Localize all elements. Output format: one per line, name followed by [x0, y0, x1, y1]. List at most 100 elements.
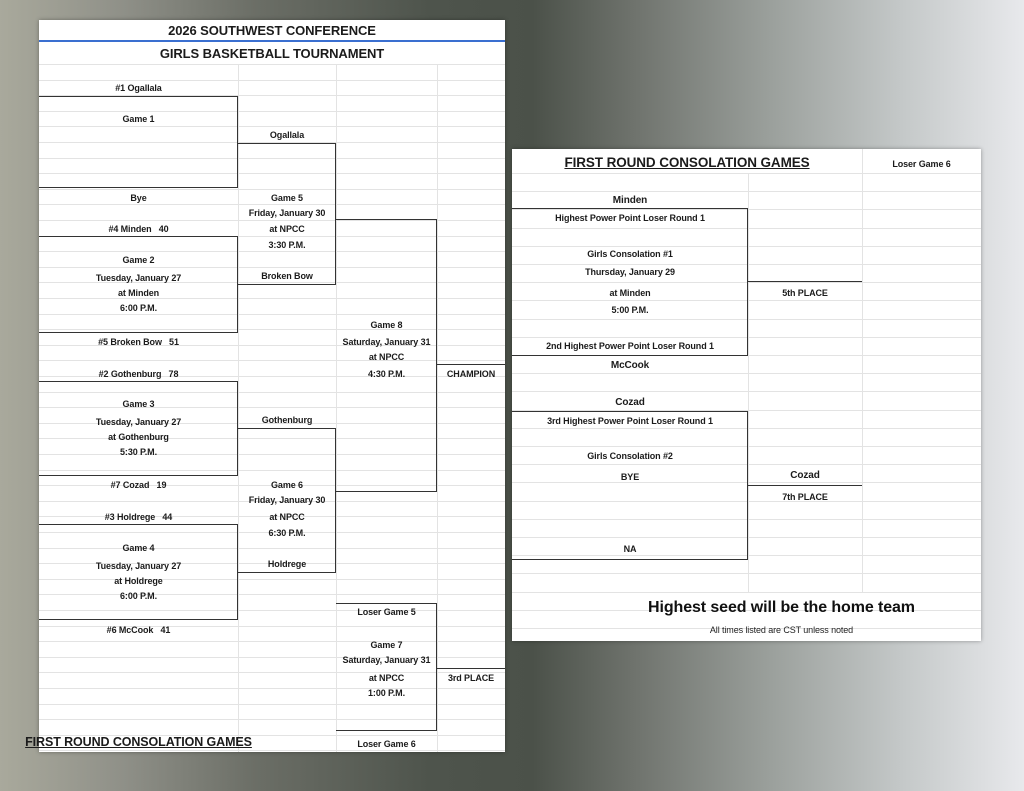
seed-1-team: #1 Ogallala — [115, 82, 162, 93]
grid-row-line — [39, 735, 505, 736]
grid-row-line — [512, 519, 981, 520]
bracket-line — [336, 219, 437, 220]
bracket-line — [39, 236, 238, 237]
bracket-line — [335, 143, 336, 284]
grid-row-line — [39, 158, 505, 159]
grid-row-line — [39, 345, 505, 346]
cons1-bottom-desc: 2nd Highest Power Point Loser Round 1 — [546, 341, 714, 351]
seed-4-team: #4 Minden 40 — [108, 223, 169, 234]
game6-label: Game 6 — [271, 479, 303, 490]
grid-row-line — [39, 516, 505, 517]
bracket-line — [237, 381, 238, 475]
grid-row-line — [512, 373, 981, 374]
bracket-line — [436, 219, 437, 491]
bracket-line — [39, 524, 238, 525]
title-tournament: GIRLS BASKETBALL TOURNAMENT — [159, 45, 385, 61]
cons1-date: Thursday, January 29 — [585, 267, 675, 277]
consolation-footer-title: FIRST ROUND CONSOLATION GAMES — [25, 735, 252, 749]
game3-date: Tuesday, January 27 — [95, 416, 182, 427]
grid-row-line — [39, 672, 505, 673]
seed-2-team: #2 Gothenburg 78 — [98, 368, 179, 379]
grid-row-line — [39, 64, 505, 65]
time-zone-note: All times listed are CST unless noted — [709, 625, 854, 635]
grid-row-line — [39, 173, 505, 174]
loser-game6: Loser Game 6 — [357, 738, 416, 749]
seed-3-team: #3 Holdrege 44 — [104, 511, 173, 522]
grid-row-line — [39, 641, 505, 642]
grid-row-line — [39, 376, 505, 377]
grid-row-line — [512, 173, 981, 174]
game6-time: 6:30 P.M. — [268, 527, 306, 538]
grid-row-line — [39, 454, 505, 455]
grid-row-line — [512, 555, 981, 556]
bracket-line — [39, 96, 238, 97]
game4-site: at Holdrege — [114, 575, 163, 586]
bracket-line — [39, 475, 238, 476]
grid-row-line — [512, 264, 981, 265]
game2-time: 6:00 P.M. — [120, 302, 157, 313]
game3-winner: Gothenburg — [261, 414, 313, 425]
cons2-label: Girls Consolation #2 — [587, 451, 673, 461]
bracket-line — [238, 572, 336, 573]
grid-row-line — [39, 704, 505, 705]
grid-row-line — [39, 282, 505, 283]
grid-row-line — [39, 470, 505, 471]
grid-row-line — [39, 95, 505, 96]
grid-col-line — [437, 64, 438, 752]
grid-row-line — [39, 142, 505, 143]
bracket-line — [237, 96, 238, 187]
bracket-line — [237, 236, 238, 332]
bracket-line — [512, 559, 748, 560]
cons2-team-top: Cozad — [615, 396, 645, 408]
grid-row-line — [39, 548, 505, 549]
grid-row-line — [39, 329, 505, 330]
grid-col-line — [336, 64, 337, 752]
grid-row-line — [39, 423, 505, 424]
loser-game6-header: Loser Game 6 — [892, 159, 951, 169]
bracket-line — [436, 603, 437, 730]
cons1-team-top: Minden — [612, 194, 648, 206]
game3-label: Game 3 — [122, 398, 155, 409]
game3-time: 5:30 P.M. — [120, 446, 157, 457]
grid-row-line — [39, 657, 505, 658]
game6-site: at NPCC — [269, 511, 305, 522]
game7-time: 1:00 P.M. — [368, 687, 405, 698]
bracket-line — [39, 332, 238, 333]
grid-col-line — [238, 64, 239, 752]
cons2-top-desc: 3rd Highest Power Point Loser Round 1 — [547, 416, 713, 426]
grid-row-line — [512, 228, 981, 229]
game4-label: Game 4 — [122, 542, 155, 553]
grid-row-line — [39, 750, 505, 751]
grid-row-line — [512, 337, 981, 338]
grid-row-line — [39, 111, 505, 112]
grid-row-line — [512, 501, 981, 502]
bracket-line — [512, 411, 748, 412]
grid-row-line — [39, 688, 505, 689]
grid-row-line — [512, 209, 981, 210]
grid-col-line — [862, 149, 863, 593]
grid-row-line — [39, 204, 505, 205]
grid-row-line — [39, 485, 505, 486]
grid-col-line — [748, 173, 749, 593]
loser-game5: Loser Game 5 — [357, 606, 416, 617]
game7-label: Game 7 — [370, 639, 403, 650]
game8-time: 4:30 P.M. — [368, 368, 405, 379]
game1-winner: Ogallala — [269, 129, 305, 140]
bracket-line — [437, 668, 505, 669]
grid-row-line — [512, 482, 981, 483]
grid-row-line — [512, 464, 981, 465]
game1-label: Game 1 — [122, 113, 155, 124]
grid-row-line — [512, 628, 981, 629]
bracket-line — [238, 284, 336, 285]
cons1-team-bottom: McCook — [610, 359, 650, 371]
game4-time: 6:00 P.M. — [120, 590, 157, 601]
grid-row-line — [39, 532, 505, 533]
bye-slot: Bye — [130, 192, 147, 203]
cons1-top-desc: Highest Power Point Loser Round 1 — [555, 213, 705, 223]
cons1-label: Girls Consolation #1 — [587, 249, 673, 259]
game8-label: Game 8 — [370, 319, 403, 330]
grid-row-line — [39, 392, 505, 393]
cons2-winner: Cozad — [790, 469, 820, 481]
grid-row-line — [512, 191, 981, 192]
grid-row-line — [39, 126, 505, 127]
